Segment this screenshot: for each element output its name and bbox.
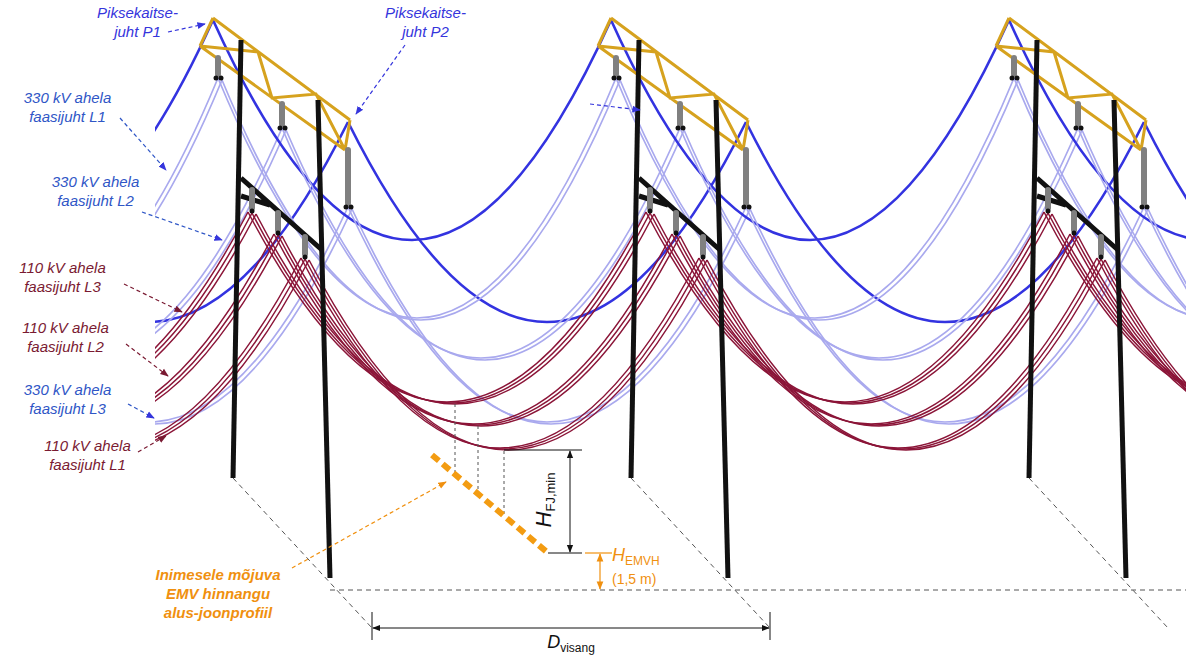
dimension-line [599, 554, 600, 589]
conductor-label: 330 kV ahela faasijuht L1 [24, 89, 112, 125]
conductor-label: 110 kV ahela faasijuht L1 [44, 437, 130, 473]
callout-label: Inimesele mõjuva EMV hinnangu alus-joonp… [150, 565, 286, 623]
dimension-tick [548, 553, 582, 554]
conductor-label: 110 kV ahela faasijuht L3 [19, 259, 105, 295]
conductor-label: 330 kV ahela faasijuht L3 [24, 381, 112, 417]
ground-lines [233, 478, 1186, 628]
leader-line [126, 344, 168, 376]
leader-line [120, 118, 166, 170]
perspective-line [1029, 478, 1168, 628]
conductor-span [611, 20, 1148, 450]
leader-line [138, 436, 166, 452]
callout-label: 110 kV ahela faasijuht L3 [5, 258, 120, 296]
assessment-profile-line [432, 455, 548, 553]
callout-label: 330 kV ahela faasijuht L2 [38, 172, 153, 210]
dimension-tick [770, 612, 771, 640]
span-dimension [372, 612, 770, 640]
ground-line [330, 590, 1186, 591]
callout-label: 330 kV ahela faasijuht L3 [10, 380, 125, 418]
dimension-symbol: D [547, 632, 560, 652]
dimension-value: (1,5 m) [612, 571, 656, 587]
leader-line [168, 24, 205, 32]
callout-label: 110 kV ahela faasijuht L2 [8, 318, 123, 356]
callout-label: 110 kV ahela faasijuht L1 [30, 436, 145, 474]
dimension-line [373, 628, 769, 629]
ground-wire-label: Piksekaitse- juht P1 [97, 4, 178, 40]
dimension-label: HEMVH [612, 545, 660, 569]
conductor-label: 110 kV ahela faasijuht L2 [22, 319, 108, 355]
leader-line [142, 212, 222, 240]
tower [996, 18, 1150, 578]
projection-line [504, 451, 505, 514]
evaluation-height-dimension [585, 553, 612, 589]
dimension-tick [372, 612, 373, 640]
dimension-tick [585, 552, 612, 553]
leader-line [128, 404, 154, 418]
projection-line [455, 404, 456, 473]
tower [200, 18, 354, 578]
dimension-label: Dvisang [547, 632, 595, 656]
callout-label: Piksekaitse- juht P1 [90, 3, 185, 41]
perspective-line [631, 478, 770, 628]
assessment-line-label: Inimesele mõjuva EMV hinnangu alus-joonp… [155, 566, 280, 621]
leader-line [124, 284, 182, 312]
tower [598, 18, 752, 578]
leader-line [292, 482, 446, 568]
dimension-subscript: EMVH [625, 554, 660, 568]
projection-line [478, 426, 479, 493]
dimension-label: HFJ,min [531, 473, 559, 528]
callout-label: (1,5 m) [612, 569, 656, 588]
conductor-span [213, 20, 750, 450]
conductor-label: 330 kV ahela faasijuht L2 [52, 173, 140, 209]
dimension-line [570, 451, 571, 552]
ground-wire-label: Piksekaitse- juht P2 [385, 4, 466, 40]
leader-line [590, 104, 640, 110]
height-dimension [504, 450, 582, 553]
leader-lines [120, 24, 640, 568]
dimension-tick [504, 450, 582, 451]
dimension-symbol: H [612, 545, 625, 565]
dimension-symbol: H [531, 512, 556, 528]
callout-label: Piksekaitse- juht P2 [378, 3, 473, 41]
leader-line [356, 45, 405, 114]
dimension-subscript: FJ,min [543, 473, 558, 512]
dimension-subscript: visang [560, 641, 595, 655]
callout-label: 330 kV ahela faasijuht L1 [10, 88, 125, 126]
